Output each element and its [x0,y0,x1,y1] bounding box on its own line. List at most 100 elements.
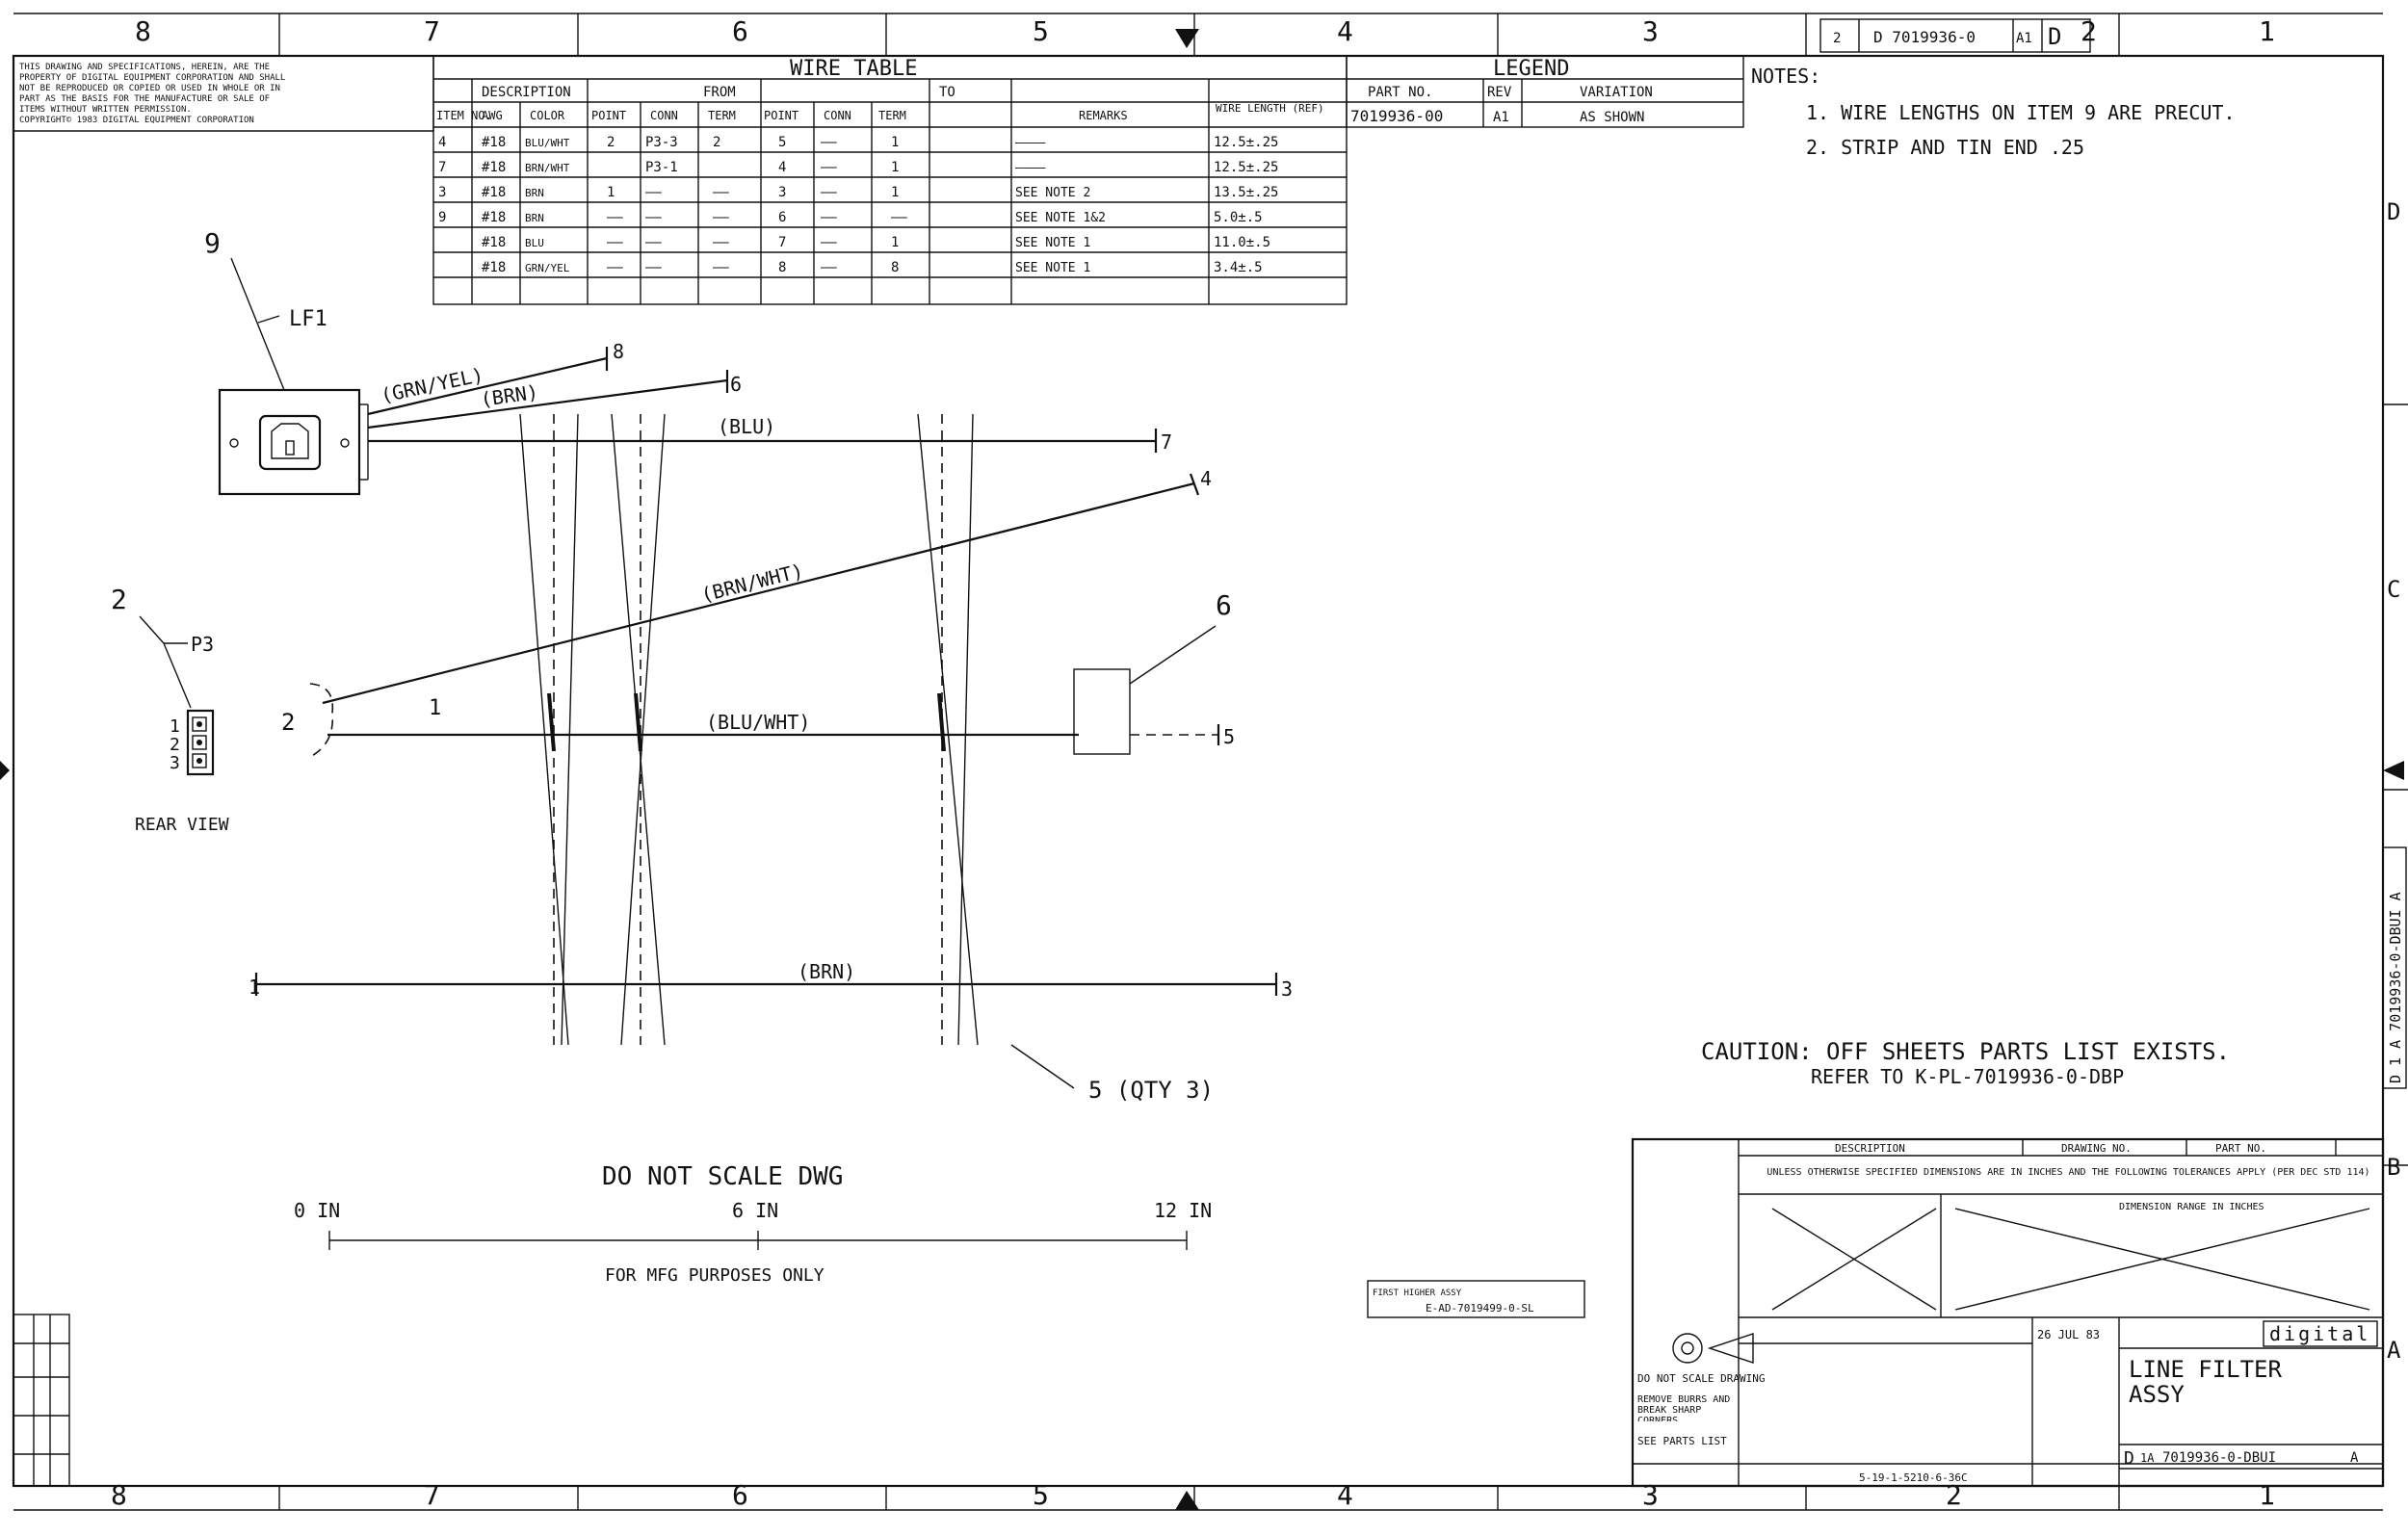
scale-zero-label: 0 IN [294,1199,340,1222]
top-drawing-number: D 7019936-0 [1873,28,1976,46]
zone-bottom-5: 5 [1033,1479,1049,1511]
zone-bottom-7: 7 [424,1479,440,1511]
title-block: FIRST HIGHER ASSY E-AD-7019499-0-SL DESC… [1367,1137,2385,1488]
notice-line-5: ITEMS WITHOUT WRITTEN PERMISSION. [19,105,192,115]
wire-cell-color: BLU [525,237,544,249]
wire-cell-awg: #18 [482,160,506,175]
caution-line-1: CAUTION: OFF SHEETS PARTS LIST EXISTS. [1701,1038,2230,1065]
zone-bottom-4: 4 [1337,1479,1353,1511]
iec-inlet-icon [258,414,322,471]
notice-line-3: NOT BE REPRODUCED OR COPIED OR USED IN W… [19,84,280,93]
notice-line-2: PROPERTY OF DIGITAL EQUIPMENT CORPORATIO… [19,73,285,83]
wire-cell-item: 9 [438,210,446,225]
wire-cell-from-conn: —— [645,260,662,275]
endpoint-7: 7 [1161,430,1172,454]
p3-pin-3: 3 [170,753,180,773]
wire-cell-to-conn: —— [821,135,837,150]
side-drawing-tag: D 1 A 7019936-0-DBUI A [2382,846,2407,1089]
tb-note-bottom: 5-19-1-5210-6-36C [1859,1471,1968,1484]
tb-dimension-range: DIMENSION RANGE IN INCHES [2119,1202,2264,1212]
wire-cell-to-conn: —— [821,235,837,250]
endpoint-5: 5 [1223,725,1235,748]
legend-hdr-part-no: PART NO. [1368,85,1432,100]
zone-top-1: 1 [2259,15,2275,47]
wire-cell-from-term: —— [713,260,729,275]
center-arrow-top-icon [1175,29,1199,48]
tb-remove-burrs: REMOVE BURRS AND BREAK SHARP CORNERS [1637,1394,1731,1421]
wire-cell-from-point: 2 [607,135,615,150]
wire-cell-from-point: —— [607,210,623,225]
zone-bottom-1: 1 [2259,1479,2275,1511]
legend-table: LEGEND PART NO. REV VARIATION 7019936-00… [1346,55,1744,128]
zone-bottom-8: 8 [111,1479,127,1511]
tb-size: D [2124,1448,2134,1469]
zone-labels: 8 7 6 5 4 3 2 1 8 7 6 5 4 3 2 1 D C B A [111,15,2401,1511]
zone-top-2: 2 [2081,15,2097,47]
wire-cell-length: 13.5±.25 [1214,185,1278,200]
hdr-to-point: POINT [764,109,798,122]
side-tag-text: D 1 A 7019936-0-DBUI A [2387,892,2404,1083]
item-9-balloon: 9 [204,227,221,259]
wire-cell-item: 4 [438,135,446,150]
top-sheet: 2 [1833,31,1841,46]
wire-cell-to-conn: —— [821,260,837,275]
wire-cell-item: 7 [438,160,446,175]
endpoint-4: 4 [1200,467,1212,490]
wire-cell-to-conn: —— [821,210,837,225]
tb-drawing-no-hdr: DRAWING NO. [2061,1142,2132,1155]
notes-title: NOTES: [1751,65,1820,88]
legend-part-no: 7019936-00 [1350,107,1443,125]
center-arrow-right-icon [2383,761,2404,780]
wire-cell-length: 5.0±.5 [1214,210,1263,225]
wire-cell-length: 12.5±.25 [1214,160,1278,175]
hdr-from-conn: CONN [650,109,678,122]
point-2-label: 2 [281,709,295,736]
notice-line-1: THIS DRAWING AND SPECIFICATIONS, HEREIN,… [19,63,270,72]
tb-description-hdr: DESCRIPTION [1835,1142,1905,1155]
description-group-header: DESCRIPTION [482,85,571,100]
notes: NOTES: 1. WIRE LENGTHS ON ITEM 9 ARE PRE… [1751,65,2236,159]
tb-number: 7019936-0-DBUI [2162,1450,2276,1466]
zone-top-5: 5 [1033,15,1049,47]
scale-six-label: 6 IN [732,1199,778,1222]
notice-line-6: COPYRIGHT© 1983 DIGITAL EQUIPMENT CORPOR… [19,116,254,125]
projection-symbol-icon [1672,1333,1754,1364]
endpoint-1-bottom: 1 [249,976,260,999]
wire-cell-from-conn: —— [645,235,662,250]
do-not-scale-label: DO NOT SCALE DWG [602,1162,843,1191]
wire-cell-to-point: 6 [778,210,786,225]
wire-cell-remarks: SEE NOTE 2 [1015,186,1090,200]
line-filter-lf1 [218,388,369,496]
hdr-from-point: POINT [591,109,626,122]
wire-cell-to-point: 4 [778,160,786,175]
wire-cell-to-point: 7 [778,235,786,250]
item-6-balloon: 6 [1216,589,1232,621]
wire-cell-awg: #18 [482,135,506,150]
hdr-to-term: TERM [878,109,906,122]
wire-cell-length: 11.0±.5 [1214,235,1270,250]
wire-cell-remarks: SEE NOTE 1 [1015,236,1090,250]
wire-cell-remarks: SEE NOTE 1&2 [1015,211,1106,225]
lf1-label: LF1 [289,307,327,331]
item-6-component [1073,668,1131,755]
zone-bottom-2: 2 [1946,1479,1962,1511]
wire-cell-to-term: 1 [891,185,899,200]
zone-top-4: 4 [1337,15,1353,47]
tb-rev: A [2350,1450,2359,1466]
tb-title-line-2: ASSY [2129,1381,2185,1408]
wire-label-brn-bottom: (BRN) [798,960,855,983]
wire-cell-awg: #18 [482,260,506,275]
wire-cell-from-term: —— [713,235,729,250]
schematic: 9 LF1 (GRN/YEL) 8 (BRN) 6 (BLU) 7 2 [111,227,1293,1104]
item-5-qty-label: 5 (QTY 3) [1088,1077,1214,1104]
zone-right-C: C [2387,576,2400,603]
legend-hdr-rev: REV [1487,85,1512,100]
p3-pin-1: 1 [170,716,180,737]
wire-cell-from-term: —— [713,185,729,200]
wire-cell-to-point: 8 [778,260,786,275]
legend-hdr-variation: VARIATION [1580,85,1653,100]
wire-label-grn-yel: (GRN/YEL) [379,363,485,407]
wire-cell-from-point: —— [607,235,623,250]
scale-bar: DO NOT SCALE DWG 0 IN 6 IN 12 IN FOR MFG… [294,1162,1212,1286]
